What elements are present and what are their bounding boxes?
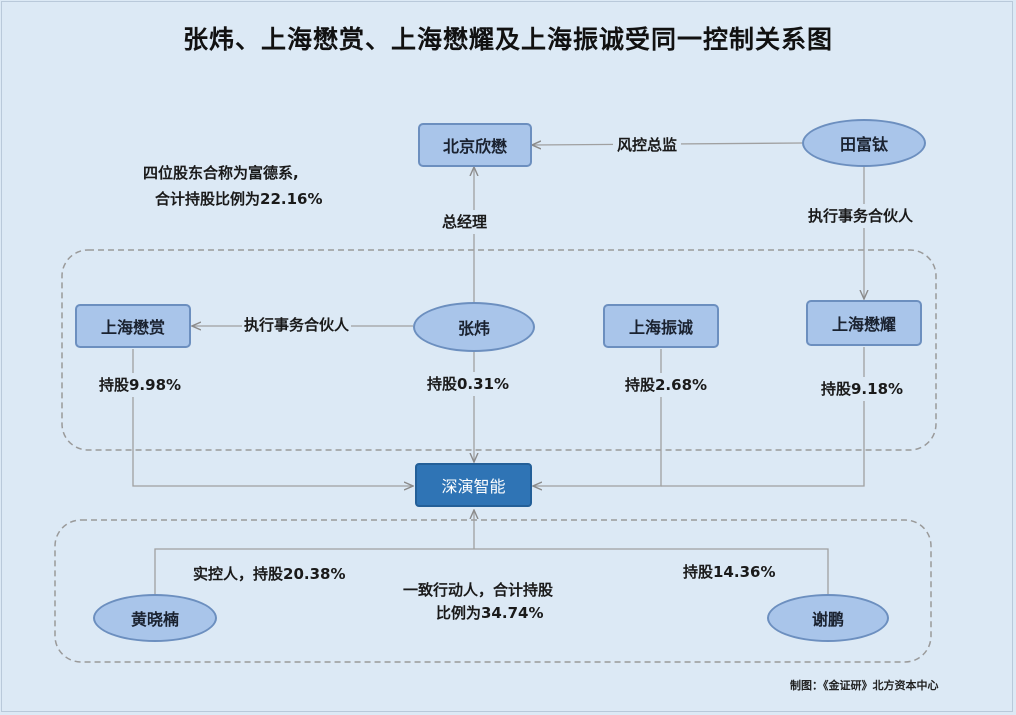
node-shanghai-zhencheng: 上海振诚 bbox=[603, 304, 719, 348]
node-zhang-wei: 张炜 bbox=[413, 302, 535, 352]
edge-maoyao-to-shenyan bbox=[661, 347, 865, 487]
label-hold-xiepeng: 持股14.36% bbox=[683, 563, 776, 581]
label-exec-partner-tian: 执行事务合伙人 bbox=[806, 204, 916, 228]
edge-maoshang-to-shenyan bbox=[132, 349, 413, 486]
label-risk-director: 风控总监 bbox=[613, 133, 682, 157]
label-hold-zhangwei: 持股0.31% bbox=[425, 372, 512, 396]
label-huang-control: 实控人，持股20.38% bbox=[193, 565, 346, 583]
node-shenyan-zhineng: 深演智能 bbox=[415, 463, 532, 507]
node-xie-peng: 谢鹏 bbox=[767, 594, 889, 642]
node-huang-xiaonan: 黄晓楠 bbox=[93, 594, 217, 642]
group-box-concerted bbox=[54, 519, 932, 663]
group-box-fudexi bbox=[61, 249, 937, 451]
page-title: 张炜、上海懋赏、上海懋耀及上海振诚受同一控制关系图 bbox=[182, 25, 833, 54]
node-tian-fuzhao: 田富钛 bbox=[802, 119, 926, 167]
label-fudexi-line1: 四位股东合称为富德系, bbox=[143, 164, 299, 182]
edge-zhencheng-to-shenyan bbox=[533, 349, 662, 486]
edge-concerted-to-shenyan bbox=[154, 510, 829, 594]
label-concerted-line2: 比例为34.74% bbox=[436, 604, 544, 622]
label-general-manager: 总经理 bbox=[440, 210, 490, 234]
label-hold-maoyao: 持股9.18% bbox=[819, 377, 906, 401]
credit-text: 制图：《金证研》北方资本中心 bbox=[790, 679, 939, 692]
node-shanghai-maoyao: 上海懋耀 bbox=[806, 300, 922, 346]
label-exec-partner-zhang: 执行事务合伙人 bbox=[242, 313, 352, 337]
node-beijing-xinmao: 北京欣懋 bbox=[418, 123, 532, 167]
label-fudexi-line2: 合计持股比例为22.16% bbox=[155, 190, 323, 208]
label-hold-zhencheng: 持股2.68% bbox=[623, 373, 710, 397]
label-concerted-line1: 一致行动人，合计持股 bbox=[403, 581, 554, 599]
label-hold-maoshang: 持股9.98% bbox=[97, 373, 184, 397]
node-shanghai-maoshang: 上海懋赏 bbox=[75, 304, 191, 348]
